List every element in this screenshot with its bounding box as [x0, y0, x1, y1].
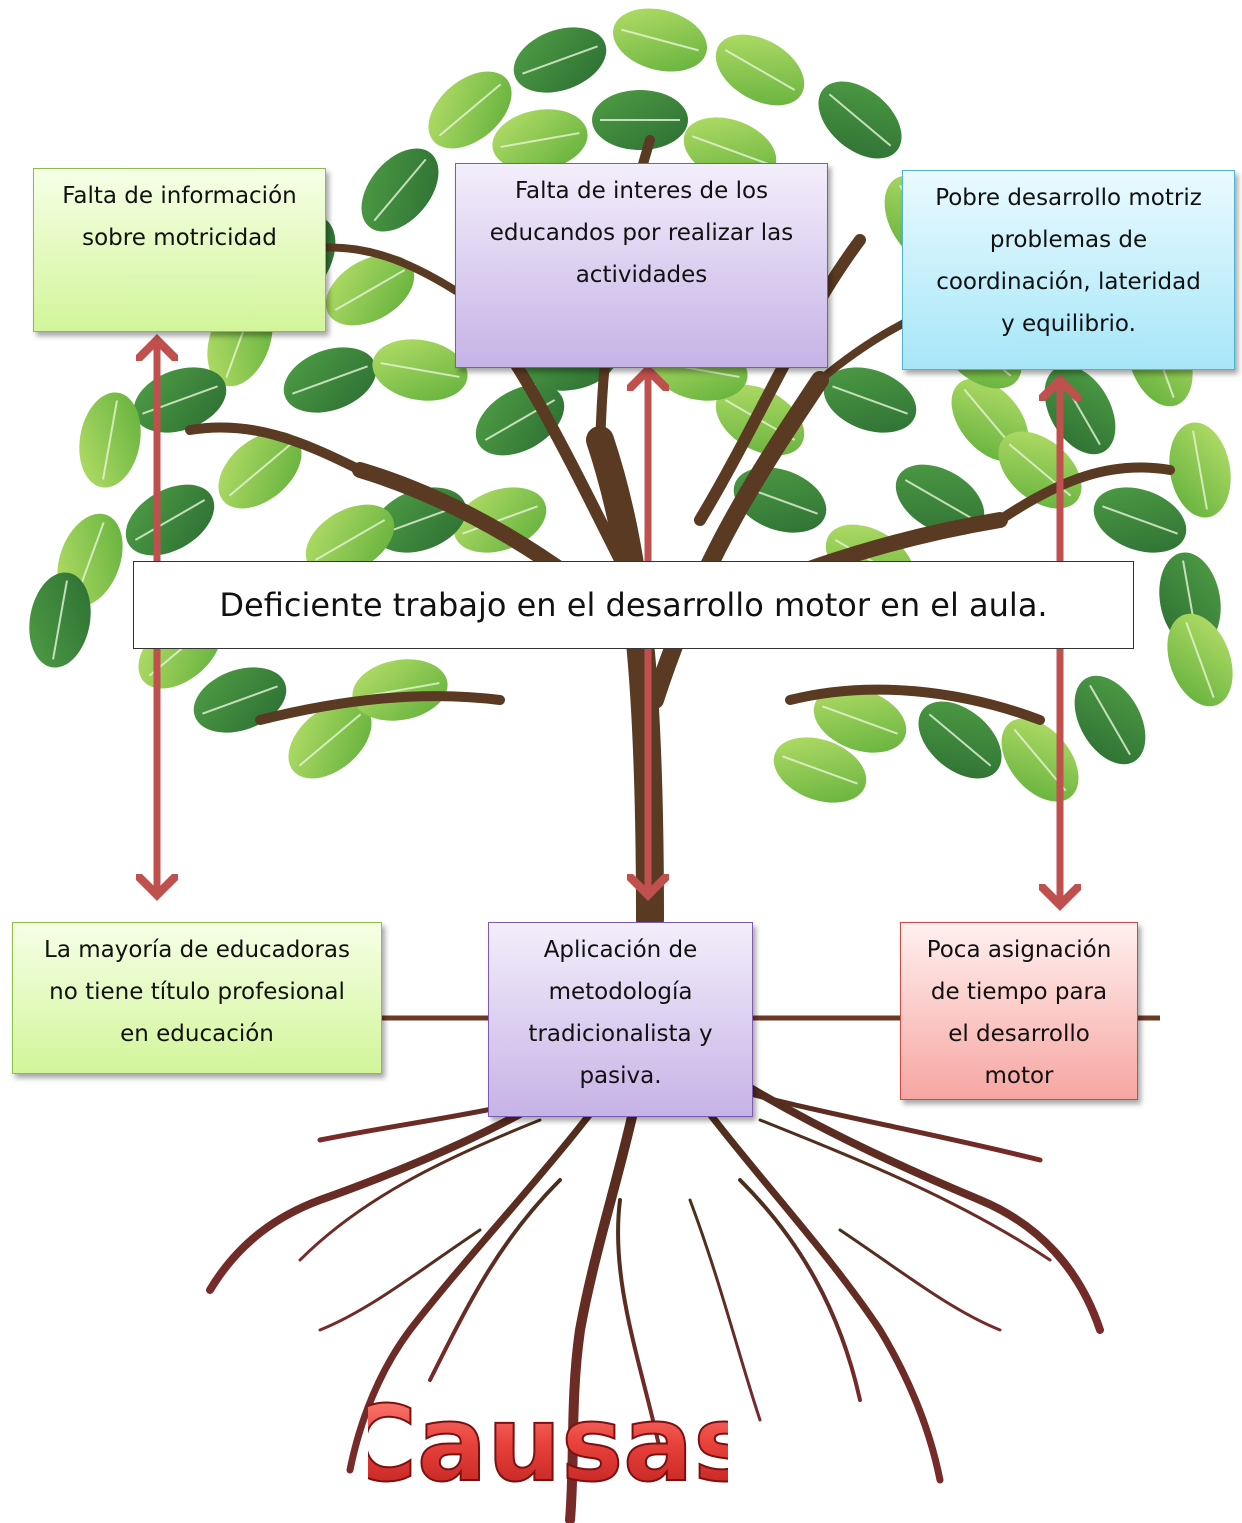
effect-line: coordinación, lateridad	[936, 269, 1201, 295]
cause-line: La mayoría de educadoras	[44, 937, 350, 963]
leaf-vein	[522, 45, 598, 75]
leaf-vein	[828, 93, 892, 147]
leaf-vein	[228, 443, 292, 497]
cause-line: pasiva.	[579, 1063, 662, 1089]
leaf-vein	[380, 362, 460, 378]
leaf-vein	[462, 505, 538, 535]
effect-box-1: Falta de información sobre motricidad	[33, 168, 326, 332]
cause-line: el desarrollo	[948, 1021, 1090, 1047]
effect-box-2: Falta de interes de los educandos por re…	[455, 163, 828, 368]
leaf-vein	[1185, 622, 1215, 698]
leaf-vein	[1192, 430, 1208, 510]
leaf-vein	[373, 158, 427, 222]
leaf-vein	[292, 365, 368, 395]
cause-line: tradicionalista y	[528, 1021, 713, 1047]
leaf-vein	[202, 685, 278, 715]
leaf-vein	[298, 713, 362, 767]
effect-line: Falta de interes de los	[514, 178, 769, 204]
leaf-vein	[52, 580, 68, 660]
effect-line: y equilibrio.	[1001, 311, 1136, 337]
cause-line: Aplicación de	[543, 937, 698, 963]
leaf-vein	[500, 132, 580, 148]
central-problem-text: Deficiente trabajo en el desarrollo moto…	[219, 586, 1048, 624]
cause-line: Poca asignación	[926, 937, 1112, 963]
leaf-vein	[822, 705, 898, 735]
effect-box-3: Pobre desarrollo motriz problemas de coo…	[902, 170, 1235, 370]
cause-line: en educación	[120, 1021, 274, 1047]
cause-line: metodología	[548, 979, 693, 1005]
leaf-vein	[621, 28, 699, 52]
leaf-vein	[782, 755, 858, 785]
cause-box-2: Aplicación de metodología tradicionalist…	[488, 922, 753, 1117]
effect-line: educandos por realizar las	[489, 220, 794, 246]
leaf-vein	[724, 49, 796, 91]
leaf-vein	[904, 479, 976, 521]
effect-line: sobre motricidad	[82, 225, 277, 251]
leaf-vein	[438, 83, 502, 137]
cause-line: no tiene título profesional	[49, 979, 345, 1005]
leaf-vein	[334, 269, 406, 311]
causes-label-text: Causas	[368, 1388, 728, 1498]
leaf-vein	[832, 385, 908, 415]
leaf-vein	[314, 519, 386, 561]
cause-box-1: La mayoría de educadoras no tiene título…	[12, 922, 382, 1074]
effect-line: problemas de	[989, 227, 1148, 253]
cause-box-3: Poca asignación de tiempo para el desarr…	[900, 922, 1138, 1100]
cause-line: de tiempo para	[930, 979, 1108, 1005]
leaf-vein	[692, 135, 768, 165]
central-problem-box: Deficiente trabajo en el desarrollo moto…	[133, 561, 1134, 649]
effect-line: actividades	[575, 262, 708, 288]
leaf-vein	[102, 400, 118, 480]
leaf-vein	[1102, 505, 1178, 535]
leaf-vein	[928, 713, 992, 767]
cause-line: motor	[984, 1063, 1054, 1089]
causes-label: Causas	[368, 1388, 728, 1498]
effect-line: Pobre desarrollo motriz	[935, 185, 1202, 211]
leaf-vein	[1089, 684, 1131, 756]
effect-line: Falta de información	[62, 183, 297, 209]
